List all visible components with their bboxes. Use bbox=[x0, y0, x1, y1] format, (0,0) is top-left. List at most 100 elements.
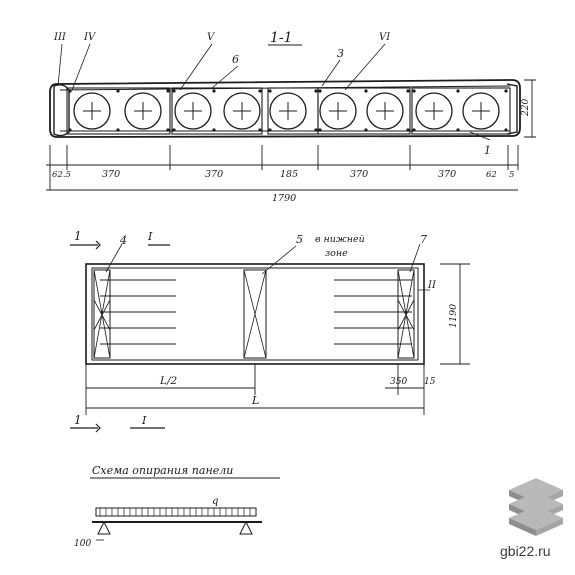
total-dim-1790: 1790 bbox=[272, 193, 296, 204]
panel-section-outline bbox=[49, 79, 521, 138]
load-label-q: q bbox=[212, 496, 218, 507]
zone-note-line2: зоне bbox=[325, 248, 348, 259]
right-frame-diagonals bbox=[397, 269, 415, 359]
rebar-dot bbox=[406, 89, 410, 93]
hollow-core-9 bbox=[462, 92, 500, 130]
hollow-core-7 bbox=[366, 92, 404, 130]
cage-frame-1 bbox=[66, 87, 171, 135]
right-frame-7 bbox=[397, 269, 415, 359]
hollow-core-8 bbox=[415, 92, 453, 130]
height-dimension-line bbox=[524, 79, 536, 138]
callout-5: 5 bbox=[296, 233, 303, 246]
rebar-dot bbox=[268, 128, 272, 132]
rebar-dot bbox=[268, 89, 272, 93]
callout-4: 4 bbox=[119, 234, 127, 247]
hollow-core-3 bbox=[174, 92, 212, 130]
roman-label-4: IV bbox=[83, 32, 97, 43]
dim-370-a: 370 bbox=[102, 169, 120, 180]
stacked-slabs-icon bbox=[509, 478, 563, 536]
middle-mesh-diagonals bbox=[243, 269, 267, 359]
rebar-dot bbox=[116, 89, 120, 93]
watermark-site: gbi22.ru bbox=[500, 543, 551, 559]
dim-370-b: 370 bbox=[205, 169, 223, 180]
roman-label-5: V bbox=[207, 32, 216, 43]
section-cut-top bbox=[70, 240, 170, 250]
cut-mark-1-top: 1 bbox=[74, 229, 82, 243]
section-title: 1-1 bbox=[270, 30, 293, 46]
panel-plan-inner bbox=[91, 267, 419, 361]
cross-section: III IV V VI 1-1 6 3 1 220 62.5 370 370 1… bbox=[46, 30, 536, 204]
middle-mesh-5 bbox=[243, 269, 267, 359]
roman-mark-2: II bbox=[427, 280, 437, 291]
bottom-dimension-line bbox=[46, 145, 519, 190]
zone-note-line1: в нижней bbox=[315, 234, 365, 245]
hollow-core-2 bbox=[124, 92, 162, 130]
rebar-dot bbox=[406, 128, 410, 132]
support-scheme-title: Схема опирания панели bbox=[92, 464, 233, 477]
section-cut-bottom bbox=[70, 423, 165, 433]
rebar-dot bbox=[172, 89, 176, 93]
dim-15: 15 bbox=[424, 377, 436, 387]
left-frame-diagonals bbox=[93, 269, 111, 359]
plan-leaders bbox=[105, 243, 430, 291]
rebar-dot bbox=[314, 89, 318, 93]
rebar-dots bbox=[68, 89, 508, 132]
rebar-dot bbox=[504, 128, 508, 132]
rebar-dot bbox=[68, 89, 72, 93]
rebar-dot bbox=[318, 128, 322, 132]
hollow-cores bbox=[73, 92, 500, 130]
rebar-dot bbox=[318, 89, 322, 93]
rebar-dot bbox=[166, 128, 170, 132]
cage-frame-4 bbox=[317, 87, 411, 135]
height-dim-220: 220 bbox=[521, 99, 531, 117]
rebar-dot bbox=[212, 89, 216, 93]
right-end-detail bbox=[506, 83, 518, 135]
rebar-dot bbox=[456, 89, 460, 93]
callout-6: 6 bbox=[232, 53, 239, 66]
rebar-dot bbox=[258, 128, 262, 132]
roman-label-3: III bbox=[53, 32, 67, 43]
callout-leaders bbox=[57, 43, 491, 141]
hollow-core-4 bbox=[223, 92, 261, 130]
rebar-dot bbox=[364, 89, 368, 93]
right-rebars bbox=[334, 279, 412, 345]
cut-mark-1-bottom: 1 bbox=[74, 413, 82, 427]
callout-7: 7 bbox=[420, 233, 427, 246]
rebar-dot bbox=[212, 128, 216, 132]
right-support bbox=[239, 520, 253, 535]
left-rebars bbox=[100, 279, 176, 345]
rebar-dot bbox=[116, 128, 120, 132]
cage-frame-5 bbox=[411, 87, 511, 135]
callout-1: 1 bbox=[484, 144, 491, 157]
rebar-dot bbox=[258, 89, 262, 93]
dim-370-d: 370 bbox=[438, 169, 456, 180]
dim-185: 185 bbox=[280, 169, 298, 180]
hollow-core-6 bbox=[319, 92, 357, 130]
left-support bbox=[97, 520, 111, 535]
cut-mark-i-top: I bbox=[147, 230, 153, 243]
support-scheme: Схема опирания панели q 100 bbox=[74, 464, 280, 549]
rebar-dot bbox=[456, 128, 460, 132]
callout-3: 3 bbox=[337, 47, 344, 60]
support-dim-100: 100 bbox=[74, 539, 91, 549]
distributed-load-band bbox=[95, 507, 257, 517]
plan-width-dim bbox=[440, 263, 470, 365]
cut-mark-i-bottom: I bbox=[141, 414, 147, 427]
dim-5: 5 bbox=[509, 170, 514, 180]
rebar-dot bbox=[364, 128, 368, 132]
rebar-dot bbox=[68, 128, 72, 132]
rebar-dot bbox=[412, 128, 416, 132]
dim-62-5: 62.5 bbox=[52, 170, 71, 180]
cage-frame-2 bbox=[171, 87, 263, 135]
load-ticks bbox=[99, 508, 251, 516]
rebar-dot bbox=[172, 128, 176, 132]
hollow-core-1 bbox=[73, 92, 111, 130]
dim-370-c: 370 bbox=[350, 169, 368, 180]
rebar-dot bbox=[412, 89, 416, 93]
dim-length: L bbox=[251, 394, 259, 407]
hollow-core-5 bbox=[269, 92, 307, 130]
rebar-dot bbox=[504, 89, 508, 93]
dim-half-length: L/2 bbox=[159, 375, 178, 387]
plan-length-dim bbox=[85, 364, 425, 415]
